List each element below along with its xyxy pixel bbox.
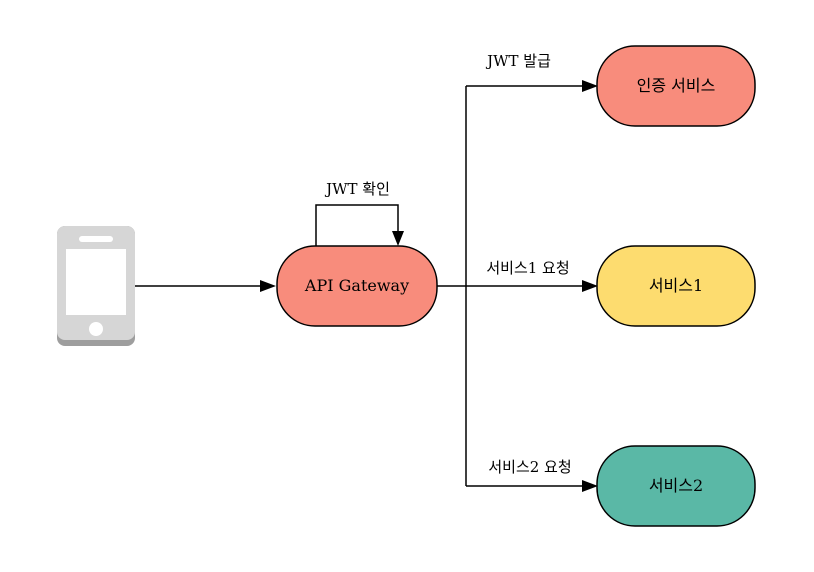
edge-client-to-gateway xyxy=(135,280,276,292)
edge-gateway-to-service1 xyxy=(466,280,598,292)
gateway-node: API Gateway xyxy=(276,245,438,327)
gateway-label: API Gateway xyxy=(304,276,409,295)
auth-service-label: 인증 서비스 xyxy=(637,76,716,95)
edge-trunk xyxy=(437,86,467,486)
auth-service-node: 인증 서비스 xyxy=(596,45,756,127)
edge-gateway-to-service2 xyxy=(466,480,598,492)
edge-label-service1-request: 서비스1 요청 xyxy=(486,259,569,277)
edge-label-jwt-verify: JWT 확인 xyxy=(324,180,390,198)
service1-node: 서비스1 xyxy=(596,245,756,327)
auth-service-shape xyxy=(596,45,756,127)
service2-label: 서비스2 xyxy=(649,476,703,495)
mobile-phone-icon xyxy=(57,226,135,346)
service2-node: 서비스2 xyxy=(596,445,756,527)
service1-label: 서비스1 xyxy=(649,276,703,295)
service1-shape xyxy=(596,245,756,327)
edge-gateway-to-auth xyxy=(466,80,598,92)
edge-label-jwt-issue: JWT 발급 xyxy=(485,52,551,70)
edge-label-service2-request: 서비스2 요청 xyxy=(488,458,571,476)
edge-gateway-self-loop xyxy=(315,204,404,246)
service2-shape xyxy=(596,445,756,527)
